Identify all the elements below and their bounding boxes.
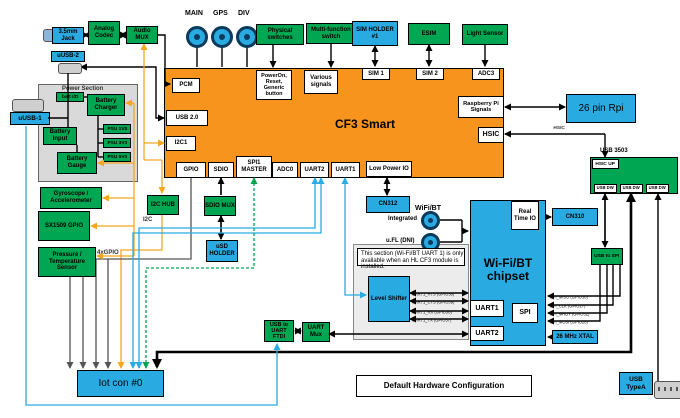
xtal-26mhz: 26 MHz XTAL bbox=[552, 330, 598, 344]
analog-codec: Analog Codec bbox=[88, 21, 120, 45]
port-uart2: UART2 bbox=[300, 162, 329, 178]
audio-mux: Audio MUX bbox=[126, 26, 158, 44]
wifi-chipset-title-2: chipset bbox=[486, 269, 529, 284]
multi-function-switch: Multi-function switch bbox=[306, 23, 356, 44]
iot-connector-0: Iot con #0 bbox=[77, 370, 164, 397]
usb-dw-port-3: USB DW bbox=[646, 184, 669, 193]
pressure-temperature-sensor: Pressure / Temperature Sensor bbox=[38, 247, 96, 277]
gyroscope-accelerometer: Gyroscope / Accelerometer bbox=[40, 187, 102, 209]
uart1-rts-signal-label: UART1_RTS (GPIO38) bbox=[412, 292, 455, 297]
batt-id-block: batt I/D bbox=[56, 92, 84, 102]
battery-gauge: Battery Gauge bbox=[57, 152, 97, 174]
poweron-reset-generic-button: PowerOn, Reset, Generic button bbox=[256, 70, 292, 100]
uart-mux: UART Mux bbox=[302, 322, 330, 342]
cf3-smart-title: CF3 Smart bbox=[334, 117, 396, 131]
spi-mrdy-signal-label: SPI_MRDY (GPIO32) bbox=[550, 312, 590, 317]
port-adc3: ADC3 bbox=[472, 68, 500, 80]
uusb2-label: uUSB-2 bbox=[51, 51, 85, 62]
wifi-uart2-port: UART2 bbox=[470, 326, 504, 341]
cn312-connector: CN312 bbox=[366, 196, 410, 213]
level-shifter: Level Shifter bbox=[368, 276, 410, 322]
psu-1v8: PSU 1V8 bbox=[103, 124, 131, 134]
battery-input: Battery Input bbox=[43, 127, 77, 145]
hsic-up-port: HSIC UP bbox=[592, 159, 619, 169]
wifi-uart-note: This section (Wi-Fi/BT UART 1) is only a… bbox=[357, 248, 465, 270]
usd-holder: uSD HOLDER bbox=[206, 240, 238, 262]
sx1509-gpio: SX1509 GPIO bbox=[38, 211, 90, 241]
real-time-io-port: Real Time IO bbox=[511, 201, 539, 230]
physical-switches: Physical switches bbox=[256, 24, 304, 45]
battery-charger: Battery Charger bbox=[87, 94, 125, 116]
gpio-bus-label: 4xGPIO bbox=[97, 250, 119, 256]
usb-dw-port-1: USB DW bbox=[594, 184, 617, 193]
light-sensor: Light Sensor bbox=[462, 24, 508, 45]
port-usb20: USB 2.0 bbox=[166, 110, 208, 126]
port-sim1: SIM 1 bbox=[362, 68, 390, 80]
uusb2-connector-icon bbox=[58, 63, 82, 74]
wifi-spi-port: SPI bbox=[512, 303, 538, 323]
hsic-wire-label: HSIC bbox=[553, 125, 565, 131]
wifi-chipset-title-1: Wi-Fi/BT bbox=[483, 256, 533, 270]
port-pcm: PCM bbox=[172, 78, 200, 93]
port-sim2: SIM 2 bbox=[416, 68, 444, 80]
usb-dw-port-2: USB DW bbox=[620, 184, 643, 193]
caption-default-hardware-configuration: Default Hardware Configuration bbox=[356, 375, 532, 397]
uart1-cts-signal-label: UART1_CTS (GPIO39) bbox=[412, 300, 455, 305]
port-hsic: HSIC bbox=[478, 127, 504, 143]
rpi-26pin-header: 26 pin Rpi bbox=[566, 94, 636, 123]
uart1-tx-signal-label: UART1_TX (GPIO37) bbox=[412, 318, 452, 323]
port-uart1: UART1 bbox=[331, 162, 360, 178]
sim-holder-1: SIM HOLDER #1 bbox=[352, 21, 398, 46]
port-adc0: ADC0 bbox=[272, 162, 298, 178]
i2c-hub: I2C HUB bbox=[147, 195, 179, 215]
usb-to-spi-bridge: USB to SPI bbox=[591, 248, 623, 265]
port-raspberry-pi-signals: Raspberry Pi Signals bbox=[458, 96, 504, 118]
spi-clk-signal-label: SPI_CLK (GPIO27) bbox=[550, 304, 586, 309]
esim: ESIM bbox=[408, 23, 450, 45]
uusb1-label: uUSB-1 bbox=[10, 112, 50, 125]
usb-typea-connector-icon bbox=[654, 381, 680, 399]
spi-miso-signal-label: SPI_MISO (GPIO30) bbox=[550, 295, 588, 300]
div-antenna-label: DIV bbox=[238, 10, 250, 17]
usb-to-uart-ftdi: USB to UART FTDI bbox=[264, 320, 294, 342]
wifi-uart1-port: UART1 bbox=[470, 300, 504, 317]
uusb1-connector-icon bbox=[12, 99, 44, 112]
various-signals: Various signals bbox=[304, 70, 338, 94]
uart1-rx-signal-label: UART1_RX (GPIO36) bbox=[412, 310, 452, 315]
port-low-power-io: Low Power IO bbox=[366, 161, 412, 177]
integrated-antenna-connector bbox=[421, 211, 440, 230]
port-sdio: SDIO bbox=[208, 162, 234, 178]
psu-3v3: PSU 3V3 bbox=[103, 138, 131, 148]
port-spi1-master: SPI1 MASTER bbox=[236, 156, 272, 178]
wifibt-heading: WiFi/BT bbox=[415, 205, 441, 212]
i2c-bus-label: I2C bbox=[143, 217, 153, 223]
integrated-antenna-label: Integrated bbox=[388, 216, 418, 222]
div-antenna-connector bbox=[236, 26, 258, 48]
port-i2c1: I2C1 bbox=[166, 136, 196, 151]
psu-5v0: PSU 5V0 bbox=[103, 152, 131, 162]
main-antenna-label: MAIN bbox=[185, 10, 203, 17]
usb-typea-label: USB TypeA bbox=[619, 372, 653, 395]
power-section-label: Power Section bbox=[62, 86, 104, 92]
ufl-antenna-label: u.FL (DNI) bbox=[386, 238, 415, 244]
spi-mosi-signal-label: SPI_MOSI (GPIO28) bbox=[550, 320, 588, 325]
cn310-connector: CN310 bbox=[552, 208, 598, 226]
port-gpio: GPIO bbox=[176, 162, 206, 178]
main-antenna-connector bbox=[186, 26, 208, 48]
gps-antenna-connector bbox=[211, 26, 233, 48]
sdio-mux: SDIO MUX bbox=[204, 196, 236, 216]
usb3503-label: USB 3503 bbox=[600, 148, 628, 154]
audio-jack: 3.5mm Jack bbox=[52, 27, 84, 44]
gps-antenna-label: GPS bbox=[213, 10, 228, 17]
